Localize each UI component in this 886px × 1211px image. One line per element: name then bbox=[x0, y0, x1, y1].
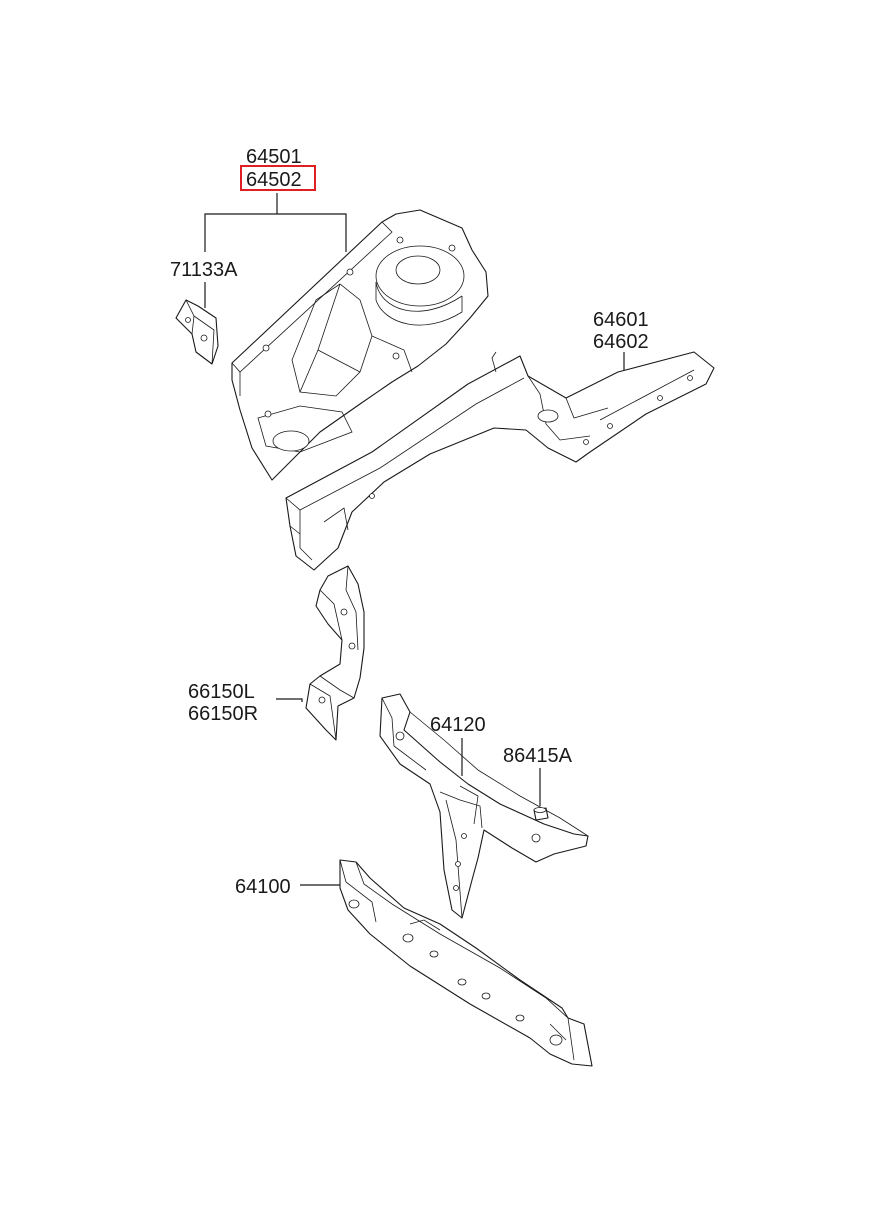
part-number-64100[interactable]: 64100 bbox=[235, 876, 291, 898]
part-number-86415A[interactable]: 86415A bbox=[503, 745, 573, 767]
part-number-66150R[interactable]: 66150R bbox=[188, 703, 258, 725]
front-apron-panel bbox=[231, 209, 489, 481]
highlight-box-64502 bbox=[240, 165, 316, 191]
fastener-86415A bbox=[533, 807, 549, 821]
lower-carrier-64100 bbox=[339, 859, 593, 1067]
part-number-64601[interactable]: 64601 bbox=[593, 309, 649, 331]
support-panel-66150 bbox=[305, 565, 365, 741]
upper-carrier-64120 bbox=[379, 693, 589, 919]
front-side-member bbox=[285, 351, 715, 571]
part-number-64120[interactable]: 64120 bbox=[430, 714, 486, 736]
part-number-64501[interactable]: 64501 bbox=[246, 146, 302, 168]
bracket-71133A bbox=[175, 299, 219, 365]
part-number-66150L[interactable]: 66150L bbox=[188, 681, 255, 703]
part-number-64602[interactable]: 64602 bbox=[593, 331, 649, 353]
part-number-71133A[interactable]: 71133A bbox=[170, 259, 238, 281]
part-number-64502[interactable]: 64502 bbox=[246, 169, 302, 191]
